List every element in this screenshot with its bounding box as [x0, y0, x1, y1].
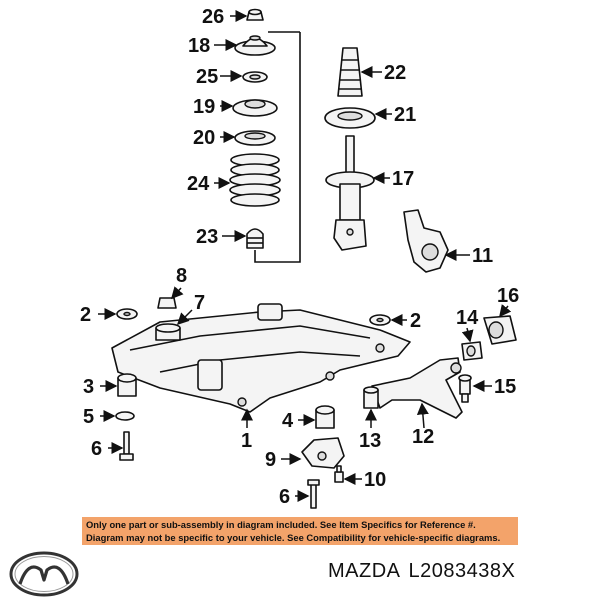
spring-seat-21	[324, 107, 376, 129]
callout-19: 19	[193, 96, 215, 118]
callout-13: 13	[359, 430, 381, 452]
bolt-10	[334, 465, 344, 483]
bearing-25	[242, 71, 268, 83]
callout-9: 9	[265, 449, 276, 471]
bushing-8	[157, 297, 177, 309]
callout-6-upper: 6	[91, 438, 102, 460]
dust-boot-22	[337, 47, 363, 97]
callout-18: 18	[188, 35, 210, 57]
knuckle-11	[403, 209, 449, 273]
control-arm-12	[371, 357, 463, 419]
callout-14: 14	[456, 307, 479, 329]
strut-mount-18	[234, 35, 276, 56]
bushing-14	[461, 341, 483, 361]
mazda-logo-icon	[9, 551, 79, 597]
notice-line-1: Only one part or sub-assembly in diagram…	[86, 519, 476, 530]
callout-3: 3	[83, 376, 94, 398]
callout-25: 25	[196, 66, 218, 88]
coil-spring-24	[229, 153, 281, 207]
callout-5: 5	[83, 406, 94, 428]
diagram-notice-banner: Only one part or sub-assembly in diagram…	[82, 517, 518, 545]
bolt-6-lower	[307, 479, 320, 509]
callout-15: 15	[494, 376, 516, 398]
bushing-13	[363, 386, 379, 409]
callout-2-left: 2	[80, 304, 91, 326]
bump-stop-23	[246, 228, 264, 249]
subframe-1	[111, 303, 411, 413]
assembly-bracket	[254, 32, 301, 263]
callout-8: 8	[176, 265, 187, 287]
callout-23: 23	[196, 226, 218, 248]
callout-21: 21	[394, 104, 416, 126]
bushing-2-left	[116, 308, 138, 320]
callout-11: 11	[472, 245, 493, 267]
callout-2-right: 2	[410, 310, 421, 332]
bushing-3	[117, 373, 137, 397]
brand-name: MAZDA	[328, 560, 401, 582]
callout-4: 4	[282, 410, 294, 432]
callout-7: 7	[194, 292, 205, 314]
strut-17	[325, 135, 375, 251]
callout-12: 12	[412, 426, 434, 448]
bushing-7	[155, 323, 181, 341]
callout-10: 10	[364, 469, 386, 491]
callout-17: 17	[392, 168, 414, 190]
spring-seat-19	[232, 99, 278, 117]
bushing-16	[483, 315, 517, 345]
notice-line-2: Diagram may not be specific to your vehi…	[86, 532, 501, 543]
bushing-4	[315, 405, 335, 429]
callout-16: 16	[497, 285, 519, 307]
callout-6-lower: 6	[279, 486, 290, 508]
callout-22: 22	[384, 62, 406, 84]
part-number: L2083438X	[408, 560, 516, 582]
callout-26: 26	[202, 6, 224, 28]
callout-24: 24	[187, 173, 210, 195]
nut-26	[246, 8, 264, 21]
bushing-2-right	[369, 314, 391, 326]
bracket-9	[301, 437, 345, 469]
insulator-20	[234, 130, 276, 146]
bolt-6-upper	[119, 431, 134, 461]
ball-joint-15	[458, 374, 472, 403]
brand-part-number: MAZDA L2083438X	[328, 560, 523, 583]
washer-5	[115, 411, 135, 421]
callout-20: 20	[193, 127, 215, 149]
callout-1: 1	[241, 430, 252, 452]
